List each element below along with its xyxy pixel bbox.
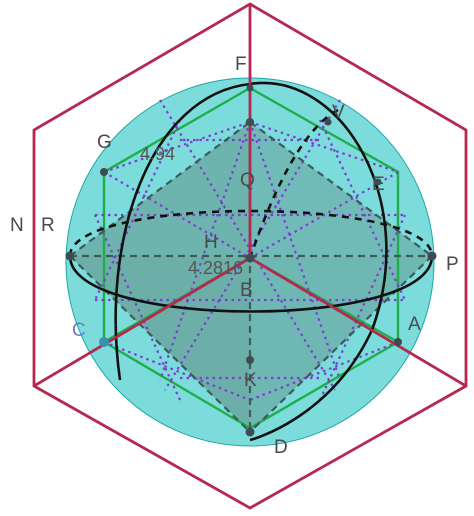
point-E [374,178,382,186]
label-V: V [332,102,345,123]
point-C [99,337,109,347]
outer-cube [32,2,468,510]
point-A [394,338,402,346]
label-C: C [72,320,86,341]
point-K [246,356,254,364]
label-G: G [97,132,112,153]
label-E: E [372,174,385,195]
point-F [246,84,254,92]
label-R: R [41,215,55,236]
point-D [245,427,255,437]
point-center [245,253,255,263]
great-circles [68,81,434,442]
label-F: F [235,54,247,75]
label-D: D [274,437,288,458]
label-P: P [446,254,459,275]
label-A: A [408,314,421,335]
point-N [65,251,75,261]
point-top [246,118,254,126]
label-H: H [204,232,218,253]
point-G [100,168,108,176]
label-inner-length: 4.2816 [188,258,243,278]
point-P [427,251,437,261]
label-N: N [10,215,24,236]
label-Q: Q [240,170,255,191]
label-side-length: 4.94 [140,144,175,164]
point-V [324,118,332,126]
points [65,84,437,437]
label-K: K [244,370,257,391]
label-B: B [240,280,253,301]
